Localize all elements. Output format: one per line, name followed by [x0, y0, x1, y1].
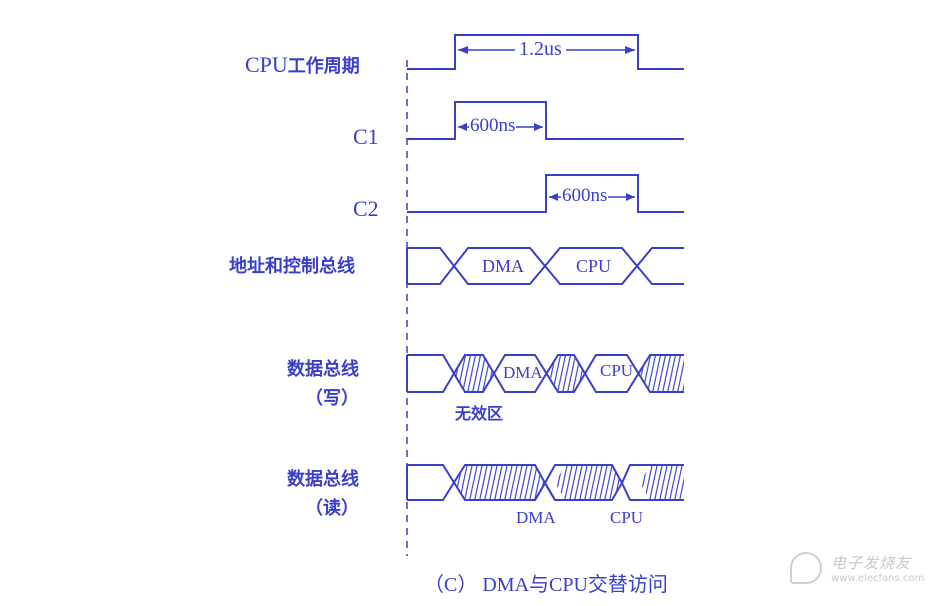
invalid-zone-label: 无效区	[455, 404, 504, 423]
watermark: 电子发烧友 www.elecfans.com	[790, 552, 924, 584]
addr-bus-dma-segment: DMA	[482, 256, 525, 276]
c2-duration: 600ns	[561, 185, 609, 207]
c1-label: C1	[353, 124, 379, 149]
data-bus-write-waveform	[406, 354, 684, 393]
watermark-name: 电子发烧友	[831, 554, 912, 572]
data-bus-write-label-2: （写）	[305, 388, 359, 409]
cpu-cycle-label: CPU工作周期	[245, 52, 360, 78]
watermark-url: www.elecfans.com	[831, 573, 925, 584]
diagram-caption: （C） DMA与CPU交替访问	[424, 574, 668, 596]
c2-label: C2	[353, 196, 379, 221]
c1-waveform	[407, 101, 684, 140]
cpu-label-prefix: CPU	[245, 52, 288, 77]
cpu-cycle-waveform	[407, 34, 684, 70]
data-write-cpu-segment: CPU	[600, 361, 634, 380]
data-bus-read-label-2: （读）	[305, 498, 359, 519]
addr-bus-cpu-segment: CPU	[576, 256, 612, 276]
c1-duration: 600ns	[469, 115, 517, 137]
cpu-label-suffix: 工作周期	[287, 56, 360, 77]
watermark-logo-icon	[790, 552, 822, 584]
data-bus-read-label-1: 数据总线	[287, 469, 359, 490]
c2-waveform	[407, 174, 684, 213]
data-bus-read-waveform	[406, 464, 684, 501]
data-read-dma-segment: DMA	[516, 508, 556, 527]
data-bus-write-label-1: 数据总线	[287, 359, 359, 380]
cpu-cycle-duration: 1.2us	[515, 38, 566, 61]
addr-ctrl-bus-waveform	[406, 247, 684, 285]
data-write-dma-segment: DMA	[503, 363, 543, 382]
addr-ctrl-bus-label: 地址和控制总线	[229, 256, 355, 277]
data-read-cpu-segment: CPU	[610, 508, 644, 527]
